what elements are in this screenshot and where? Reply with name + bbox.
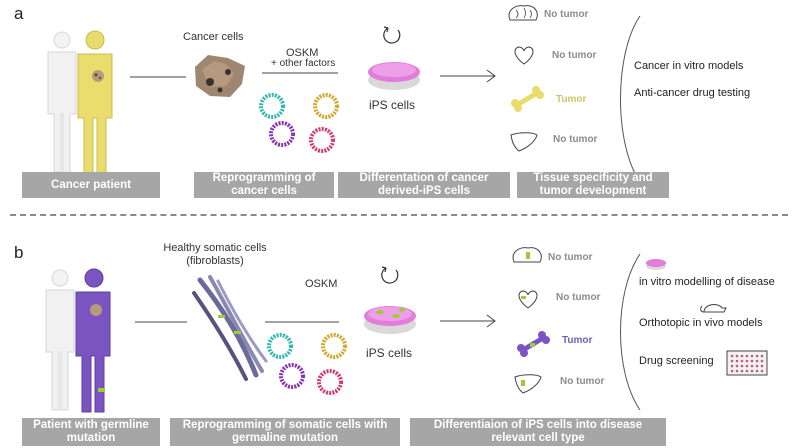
application-a-2: Anti-cancer drug testing <box>634 87 751 99</box>
bar-tissue-specificity: Tissue specificity and tumor development <box>517 172 669 198</box>
panel-a-letter: a <box>14 4 24 23</box>
arrow-line-2a <box>262 72 338 74</box>
application-b-1: in vitro modelling of disease <box>639 276 775 288</box>
arrow-line-1b <box>135 321 187 323</box>
brain-icon-a <box>508 5 538 21</box>
application-arc-a <box>620 15 641 183</box>
liver-icon-a <box>510 132 538 152</box>
mutation-patient-silhouette <box>75 268 111 413</box>
cancer-cells-label: Cancer cells <box>183 31 244 43</box>
bar-differentation-cancer-ips: Differentation of cancer derived-iPS cel… <box>338 172 510 198</box>
mouse-icon <box>700 304 727 313</box>
cancer-patient-figures <box>47 30 113 175</box>
outcome-a-heart: No tumor <box>552 50 597 61</box>
bone-icon-b <box>517 331 550 357</box>
ips-label-b: iPS cells <box>366 346 413 360</box>
heart-icon-b <box>518 290 538 309</box>
outcome-b-bone: Tumor <box>562 335 593 346</box>
ips-label-a: iPS cells <box>369 98 416 112</box>
cancer-patient-silhouette <box>77 30 113 175</box>
refresh-cycle-icon-b <box>381 266 399 284</box>
arrow-line-2b <box>265 321 339 323</box>
factors-a-line2: + other factors <box>271 58 336 69</box>
heart-icon-a <box>514 46 534 65</box>
well-plate-icon <box>726 350 768 376</box>
bar-germline-patient: Patient with germline mutation <box>22 418 160 446</box>
germline-patient-figures <box>45 268 111 413</box>
factors-a-line1: OSKM <box>286 47 319 59</box>
outcome-b-brain: No tumor <box>548 252 593 263</box>
ips-dish-icon-a <box>368 62 420 90</box>
cancer-cells-cluster-icon <box>195 55 245 97</box>
factors-b-line1: OSKM <box>305 278 338 290</box>
bar-cancer-patient: Cancer patient <box>22 172 160 198</box>
outcome-b-heart: No tumor <box>556 292 601 303</box>
healthy-person-silhouette-b <box>45 269 75 411</box>
plasmid-rings-b <box>267 333 347 395</box>
in-vitro-dish-icon <box>646 259 666 270</box>
liver-icon-b <box>514 374 542 394</box>
healthy-person-silhouette <box>47 31 77 173</box>
outcome-a-brain: No tumor <box>544 9 589 20</box>
outcome-a-liver: No tumor <box>553 134 598 145</box>
application-arc-b <box>620 253 641 411</box>
ips-dish-icon-b <box>364 306 416 334</box>
application-a-1: Cancer in vitro models <box>634 60 744 72</box>
refresh-cycle-icon-a <box>383 26 401 44</box>
bone-icon-a <box>511 86 544 112</box>
somatic-label-line1: Healthy somatic cells <box>163 242 267 254</box>
plasmid-rings-a <box>259 93 339 153</box>
outcome-b-liver: No tumor <box>560 376 605 387</box>
arrow-line-1a <box>130 76 186 78</box>
brain-icon-b <box>512 247 542 263</box>
bar-differentiation-disease-cell-type: Differentiaion of iPS cells into disease… <box>410 418 666 446</box>
somatic-label-line2: (fibroblasts) <box>186 255 244 267</box>
arrow-to-tissues-a <box>440 69 496 83</box>
outcome-a-bone: Tumor <box>556 94 587 105</box>
panel-divider <box>10 214 788 216</box>
arrow-to-tissues-b <box>440 314 496 328</box>
application-b-3: Drug screening <box>639 355 714 367</box>
fibroblasts-icon <box>192 275 268 381</box>
bar-reprogramming-cancer-cells: Reprogramming of cancer cells <box>194 172 334 198</box>
application-b-2: Orthotopic in vivo models <box>639 317 763 329</box>
bar-reprogramming-somatic-cells: Reprogramming of somatic cells with germ… <box>170 418 400 446</box>
panel-b-letter: b <box>14 243 24 262</box>
